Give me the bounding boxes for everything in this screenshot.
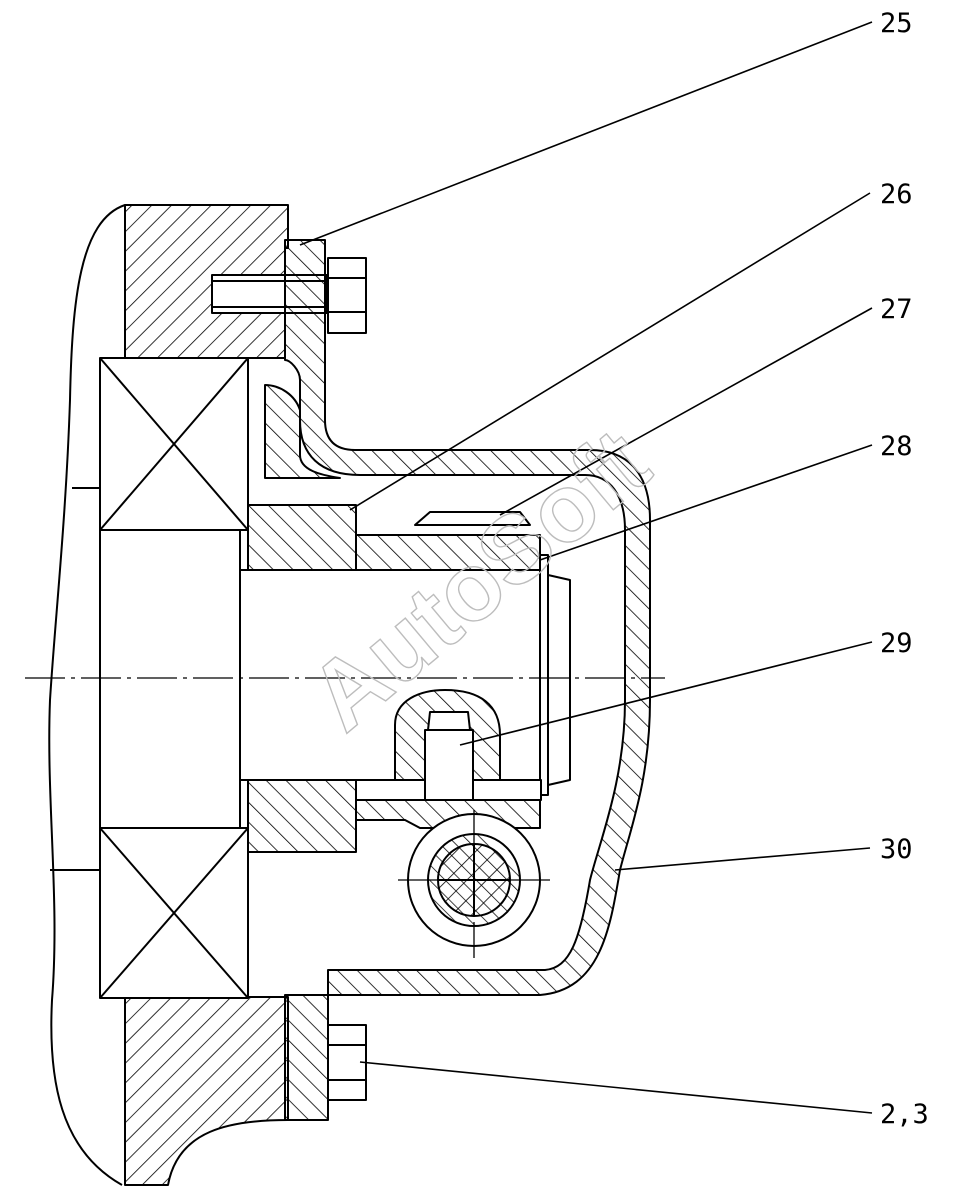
leader-25	[299, 21, 873, 246]
shaft-end-cap	[540, 554, 549, 796]
housing-outline	[48, 204, 126, 1186]
leader-26	[349, 192, 871, 511]
cover-flange-upper	[264, 384, 341, 479]
gear-hub-upper	[355, 534, 541, 571]
shaft-shoulder	[99, 529, 241, 829]
callout-label-26: 26	[880, 179, 913, 210]
callout-label-27: 27	[880, 294, 913, 325]
callout-label-2-3: 2,3	[880, 1099, 929, 1130]
callout-label-28: 28	[880, 431, 913, 462]
leader-2-3	[359, 1061, 873, 1114]
callout-label-29: 29	[880, 628, 913, 659]
leader-28	[539, 444, 873, 561]
callout-label-25: 25	[880, 8, 913, 39]
leader-29	[459, 641, 873, 746]
key-29	[424, 729, 474, 801]
housing-lower-section	[124, 996, 289, 1186]
upper-bolt-head[interactable]	[327, 257, 367, 334]
spacer-sleeve-upper	[247, 504, 357, 571]
callout-label-30: 30	[880, 834, 913, 865]
leader-30	[614, 847, 871, 871]
leader-27	[499, 307, 873, 516]
cover-shell	[284, 239, 651, 1121]
gear-tooth-27	[414, 511, 531, 526]
lower-bolt-head[interactable]	[327, 1024, 367, 1101]
spacer-sleeve-lower	[247, 779, 357, 853]
